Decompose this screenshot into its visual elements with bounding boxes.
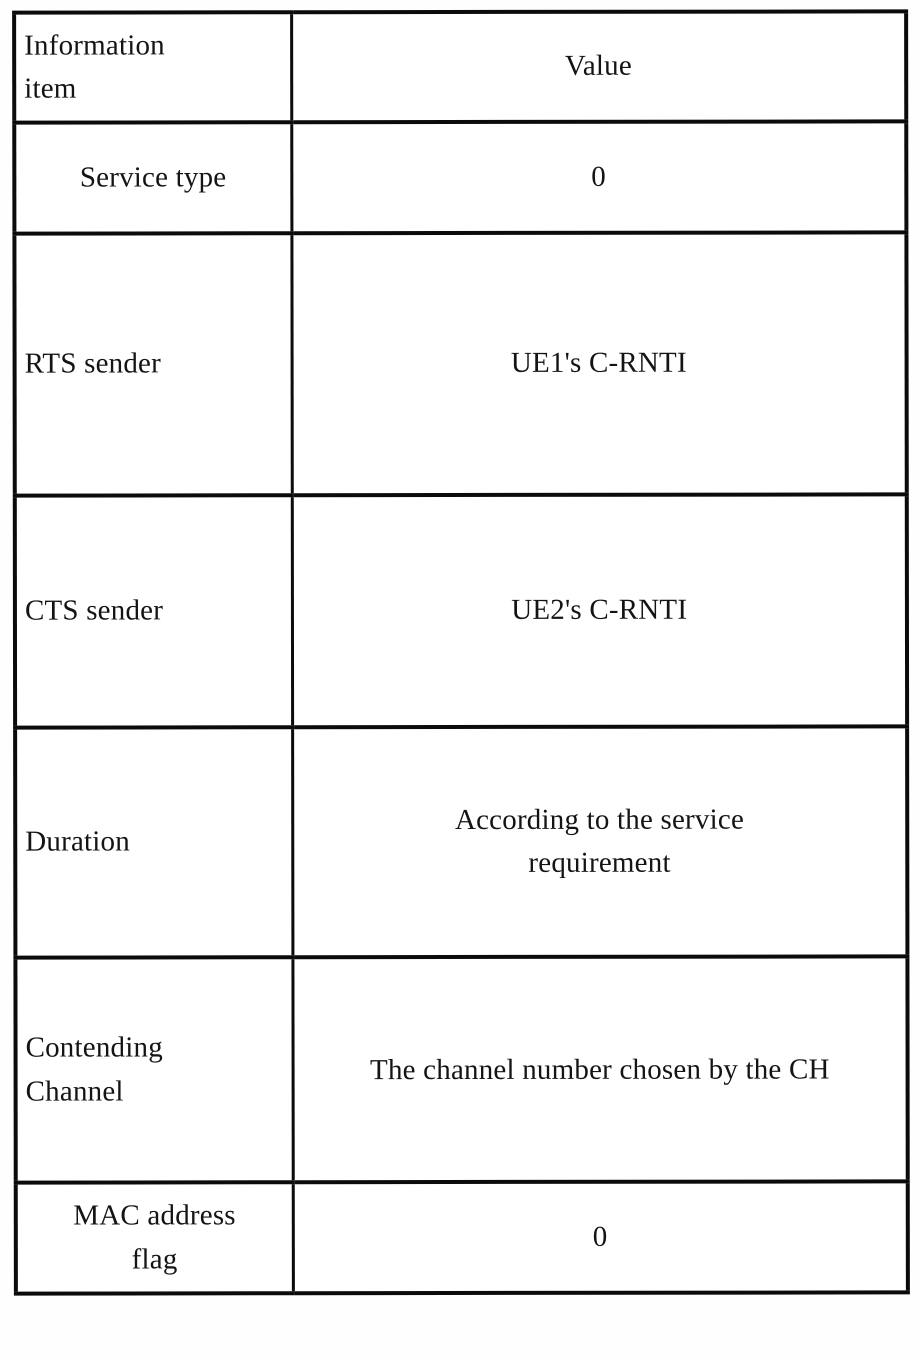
row-label-text: Contending Channel — [25, 1031, 163, 1108]
row-value-cell: 0 — [292, 1181, 908, 1294]
header-label-information-item: Information item — [24, 28, 165, 105]
row-value-text: The channel number chosen by the CH — [370, 1053, 830, 1086]
row-value-text: According to the service requirement — [454, 803, 745, 879]
row-value-cell: 0 — [291, 121, 907, 234]
row-label-text: Duration — [25, 825, 130, 858]
row-value-text: UE2's C-RNTI — [511, 593, 688, 627]
row-label-cell: CTS sender — [14, 495, 293, 728]
row-value-cell: The channel number chosen by the CH — [292, 956, 908, 1183]
header-cell-value: Value — [291, 11, 907, 123]
row-value-cell: UE2's C-RNTI — [291, 494, 908, 728]
table-row-rts-sender: RTS sender UE1's C-RNTI — [14, 232, 907, 496]
row-value-cell: According to the service requirement — [292, 726, 908, 958]
row-value-text: 0 — [592, 1220, 608, 1253]
table-row-cts-sender: CTS sender UE2's C-RNTI — [14, 494, 908, 728]
row-value-text: UE1's C-RNTI — [510, 346, 687, 380]
table-header-row: Information item Value — [14, 11, 907, 123]
row-label-cell: Service type — [14, 122, 292, 234]
row-label-cell: MAC address flag — [15, 1182, 293, 1294]
table-row-duration: Duration According to the service requir… — [15, 726, 908, 958]
row-label-cell: Contending Channel — [15, 957, 293, 1183]
table-row-mac-address-flag: MAC address flag 0 — [15, 1181, 908, 1294]
information-item-value-table: Information item Value Service type 0 RT… — [12, 9, 910, 1296]
row-label-text: Service type — [79, 161, 227, 194]
row-label-text: MAC address flag — [73, 1199, 236, 1275]
row-value-text: 0 — [591, 160, 606, 193]
row-label-text: CTS sender — [24, 594, 164, 627]
row-label-cell: Duration — [15, 727, 293, 958]
header-cell-information-item: Information item — [14, 12, 292, 123]
row-label-cell: RTS sender — [14, 233, 292, 496]
table-row-service-type: Service type 0 — [14, 121, 907, 234]
row-value-cell: UE1's C-RNTI — [291, 232, 907, 496]
header-label-value: Value — [564, 50, 632, 83]
table-row-contending-channel: Contending Channel The channel number ch… — [15, 956, 908, 1183]
row-label-text: RTS sender — [24, 347, 162, 380]
